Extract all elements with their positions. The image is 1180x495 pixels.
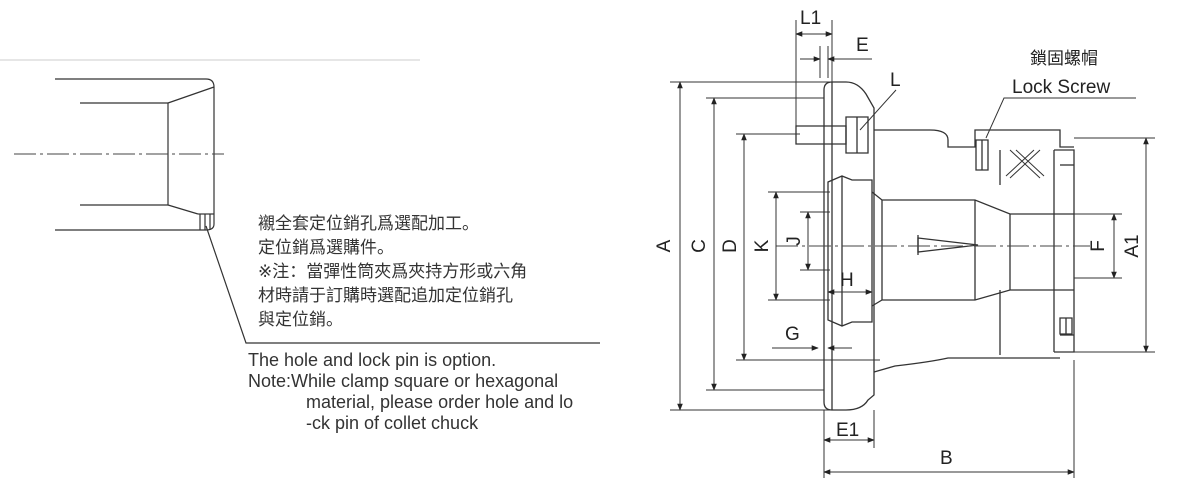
note-en-line: material, please order hole and lo (306, 392, 574, 412)
lock-screw-label-en: Lock Screw (1012, 77, 1110, 98)
lock-screw-label-zh: 鎖固螺帽 (1030, 49, 1098, 69)
note-zh-line: ※注：當彈性筒夾爲夾持方形或六角 (258, 262, 528, 282)
dim-label-A1: A1 (1122, 234, 1143, 257)
note-zh-line: 與定位銷。 (258, 310, 343, 330)
english-notes: The hole and lock pin is option. Note:Wh… (248, 350, 650, 434)
collet-chuck-view (796, 82, 1074, 410)
dim-label-K: K (752, 239, 773, 252)
dim-label-D: D (720, 239, 741, 253)
collet-detail-view (0, 60, 600, 343)
dim-label-E1: E1 (836, 420, 859, 441)
dimension-lines (670, 20, 1155, 478)
dim-label-J: J (784, 236, 805, 246)
dim-label-C: C (689, 239, 710, 253)
dim-label-B: B (940, 448, 953, 469)
dim-label-A: A (654, 239, 675, 252)
note-zh-line: 定位銷爲選購件。 (258, 238, 394, 258)
note-en-line: Note:While clamp square or hexagonal (248, 371, 559, 391)
dim-label-L: L (890, 70, 901, 91)
note-en-line: The hole and lock pin is option. (248, 350, 497, 370)
dim-label-G: G (785, 324, 800, 345)
note-zh-line: 材時請于訂購時選配追加定位銷孔 (258, 286, 513, 306)
dim-label-H: H (840, 270, 854, 291)
dim-label-F: F (1088, 240, 1109, 252)
dim-label-L1: L1 (800, 8, 821, 29)
note-zh-line: 襯全套定位銷孔爲選配加工。 (258, 214, 479, 234)
chinese-notes: 襯全套定位銷孔爲選配加工。 定位銷爲選購件。 ※注：當彈性筒夾爲夾持方形或六角 … (258, 212, 527, 332)
dim-label-E: E (856, 35, 869, 56)
note-en-line: -ck pin of collet chuck (306, 413, 479, 433)
